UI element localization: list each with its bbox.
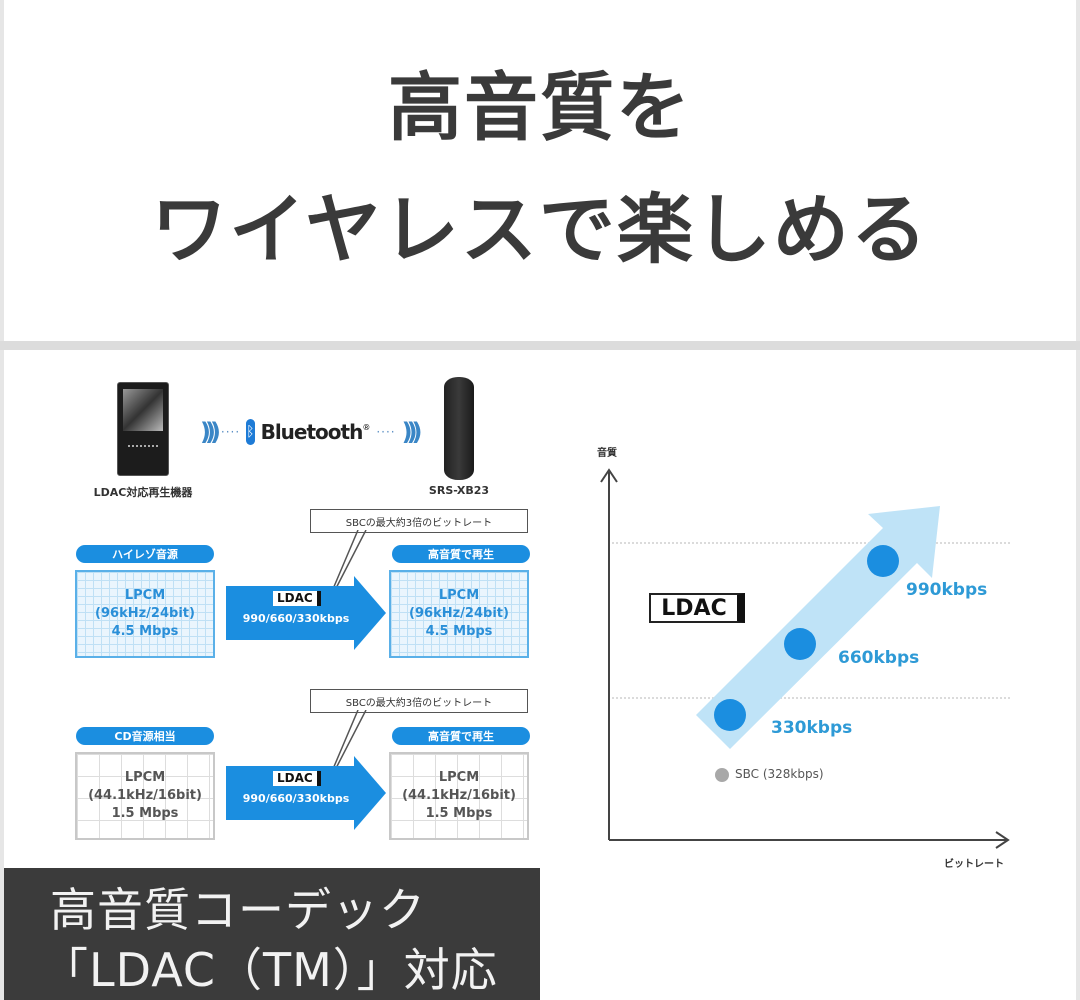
format-line: LPCM — [124, 770, 166, 785]
dotted-line: ···· — [220, 425, 241, 439]
pill-cd-source: CD音源相当 — [76, 727, 214, 745]
arrow-head — [354, 756, 386, 830]
codec-bitrates: 990/660/330kbps — [242, 612, 350, 625]
format-line: LPCM — [124, 588, 166, 603]
banner-line-1: 高音質コーデック — [50, 883, 426, 937]
bluetooth-link: ))) ···· ᛒ Bluetooth ® ···· ))) — [200, 414, 422, 450]
dotted-line: ···· — [376, 425, 396, 439]
callout-bitrate: SBCの最大約3倍のビットレート — [310, 689, 528, 713]
x-axis-label: ビットレート — [944, 859, 1004, 870]
bitrate-quality-chart — [600, 468, 1010, 849]
format-line: LPCM — [438, 588, 480, 603]
y-axis-label: 音質 — [597, 448, 617, 459]
pill-output: 高音質で再生 — [392, 727, 530, 745]
format-line: (96kHz/24bit) — [409, 606, 509, 621]
label-330kbps: 330kbps — [771, 718, 853, 738]
callout-pointer — [329, 530, 367, 597]
format-line: 4.5 Mbps — [111, 624, 179, 639]
section-divider — [0, 341, 1080, 350]
codec-bitrates: 990/660/330kbps — [242, 792, 350, 805]
format-line: 1.5 Mbps — [111, 806, 179, 821]
player-screen — [123, 389, 163, 431]
ldac-logo: LDAC — [273, 771, 321, 786]
target-device-caption: SRS-XB23 — [428, 484, 490, 497]
signal-waves-icon: ))) — [401, 418, 423, 446]
title-line-1: 高音質を — [388, 65, 692, 151]
pill-hires-source: ハイレゾ音源 — [76, 545, 214, 563]
output-format-box: LPCM (44.1kHz/16bit) 1.5 Mbps — [389, 752, 529, 840]
format-line: (44.1kHz/16bit) — [402, 788, 516, 803]
bluetooth-label: Bluetooth — [260, 420, 364, 444]
walkman-player-image — [117, 382, 169, 476]
ldac-transfer-arrow: LDAC 990/660/330kbps — [226, 756, 386, 830]
frame-right-border — [1076, 0, 1080, 1000]
label-990kbps: 990kbps — [906, 580, 988, 600]
ldac-transfer-arrow: LDAC 990/660/330kbps — [226, 576, 386, 650]
source-device-caption: LDAC対応再生機器 — [93, 486, 193, 499]
player-controls — [128, 445, 158, 451]
srs-xb23-speaker-image — [444, 377, 474, 480]
codec-banner: 高音質コーデック 「LDAC（TM）」対応 — [4, 868, 540, 1000]
banner-line-2: 「LDAC（TM）」対応 — [42, 943, 498, 997]
title-line-2: ワイヤレスで楽しめる — [151, 185, 929, 274]
format-line: (44.1kHz/16bit) — [88, 788, 202, 803]
callout-pointer — [329, 710, 367, 777]
source-format-box: LPCM (44.1kHz/16bit) 1.5 Mbps — [75, 752, 215, 840]
header: 高音質を ワイヤレスで楽しめる — [0, 0, 1080, 340]
bluetooth-icon: ᛒ — [246, 419, 255, 445]
output-format-box: LPCM (96kHz/24bit) 4.5 Mbps — [389, 570, 529, 658]
ldac-logo-chart: LDAC — [649, 593, 745, 623]
label-sbc: SBC (328kbps) — [735, 767, 824, 781]
frame-left-border — [0, 0, 4, 1000]
arrow-head — [354, 576, 386, 650]
source-format-box: LPCM (96kHz/24bit) 4.5 Mbps — [75, 570, 215, 658]
format-line: (96kHz/24bit) — [95, 606, 195, 621]
label-660kbps: 660kbps — [838, 648, 920, 668]
callout-bitrate: SBCの最大約3倍のビットレート — [310, 509, 528, 533]
format-line: LPCM — [438, 770, 480, 785]
registered-mark: ® — [362, 422, 371, 432]
signal-waves-icon: ))) — [200, 418, 221, 446]
ldac-logo: LDAC — [273, 591, 321, 606]
pill-output: 高音質で再生 — [392, 545, 530, 563]
format-line: 1.5 Mbps — [425, 806, 493, 821]
format-line: 4.5 Mbps — [425, 624, 493, 639]
